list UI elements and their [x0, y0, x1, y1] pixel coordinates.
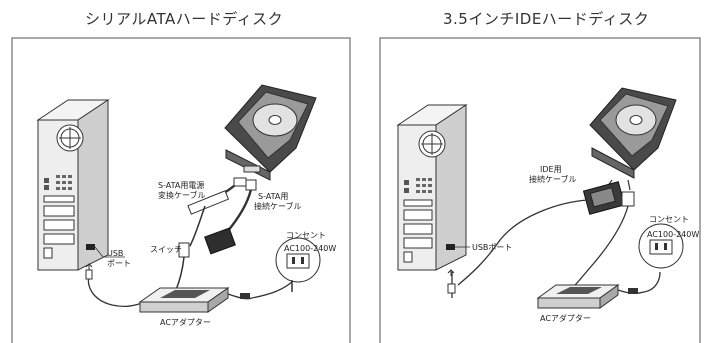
- sata-power-adapter: [187, 190, 230, 215]
- left-panel-frame: [11, 37, 351, 343]
- usb-port-label-left-2: ポート: [107, 259, 131, 268]
- ac-adapter-right: [536, 284, 620, 309]
- left-panel-title: シリアルATAハードディスク: [85, 10, 284, 28]
- usb-cable-right: [457, 199, 589, 286]
- usb-port-label-right: USBポート: [472, 243, 512, 252]
- ide-cable-label-1: IDE用: [540, 165, 562, 174]
- usb-port-label-left-1: USB: [107, 249, 123, 258]
- pc-tower-left: [36, 99, 110, 271]
- ac-adapter-label-left: ACアダプター: [160, 317, 211, 327]
- usb-port-left: [86, 244, 95, 250]
- ide-sata-converter: [204, 227, 236, 255]
- outlet-voltage-left: AC100-240W: [284, 244, 336, 253]
- outlet-cable-left: [251, 281, 293, 299]
- ide-cable-label-2: 接続ケーブル: [529, 174, 577, 184]
- sata-power-cable-label-1: S-ATA用電源: [158, 181, 204, 190]
- hard-disk-right: [589, 87, 677, 179]
- sata-power-cable-label-2: 変換ケーブル: [158, 190, 206, 200]
- usb-port-leader-left: [94, 246, 125, 258]
- sata-data-cable-label-2: 接続ケーブル: [254, 201, 302, 211]
- outlet-cable-right: [643, 271, 661, 293]
- sata-data-cable-label-1: S-ATA用: [258, 192, 288, 201]
- ide-power-plug: [621, 191, 635, 207]
- outlet-voltage-right: AC100-240W: [647, 230, 699, 239]
- dc-cable-right: [569, 205, 629, 291]
- pc-tower-right: [396, 104, 468, 271]
- hard-disk-left: [224, 84, 317, 181]
- outlet-label-right: コンセント: [649, 215, 689, 224]
- switch-label: スイッチ: [150, 245, 182, 254]
- right-panel-frame: [379, 37, 701, 343]
- ac-adapter-left: [138, 287, 230, 313]
- outlet-label-left: コンセント: [286, 231, 326, 240]
- right-panel-title: 3.5インチIDEハードディスク: [443, 10, 650, 28]
- ide-converter: [582, 181, 626, 215]
- ac-adapter-label-right: ACアダプター: [540, 313, 591, 323]
- usb-port-right: [446, 244, 455, 250]
